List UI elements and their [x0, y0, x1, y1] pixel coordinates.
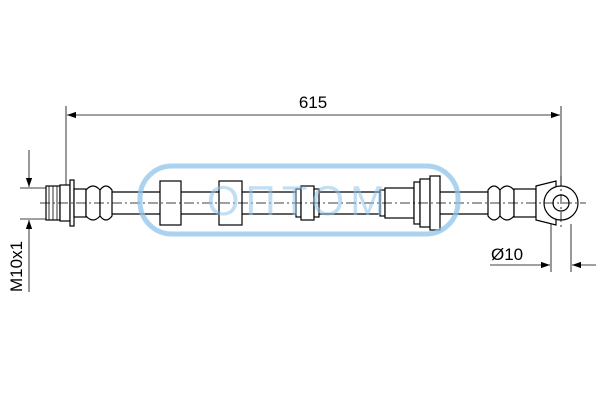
watermark-frame: [137, 163, 461, 237]
thread-dimension: M10x1: [7, 150, 48, 292]
watermark-text: ОПТОМ: [207, 177, 391, 224]
eye-diameter-label: Ø10: [491, 245, 523, 264]
left-crimp-2: [99, 185, 113, 221]
length-label: 615: [299, 93, 327, 112]
length-dimension: 615: [65, 93, 562, 186]
eye-dimension: Ø10: [490, 224, 596, 272]
thread-label: M10x1: [7, 241, 26, 292]
hose-body: [40, 175, 586, 231]
watermark: ОПТОМ: [137, 163, 461, 237]
